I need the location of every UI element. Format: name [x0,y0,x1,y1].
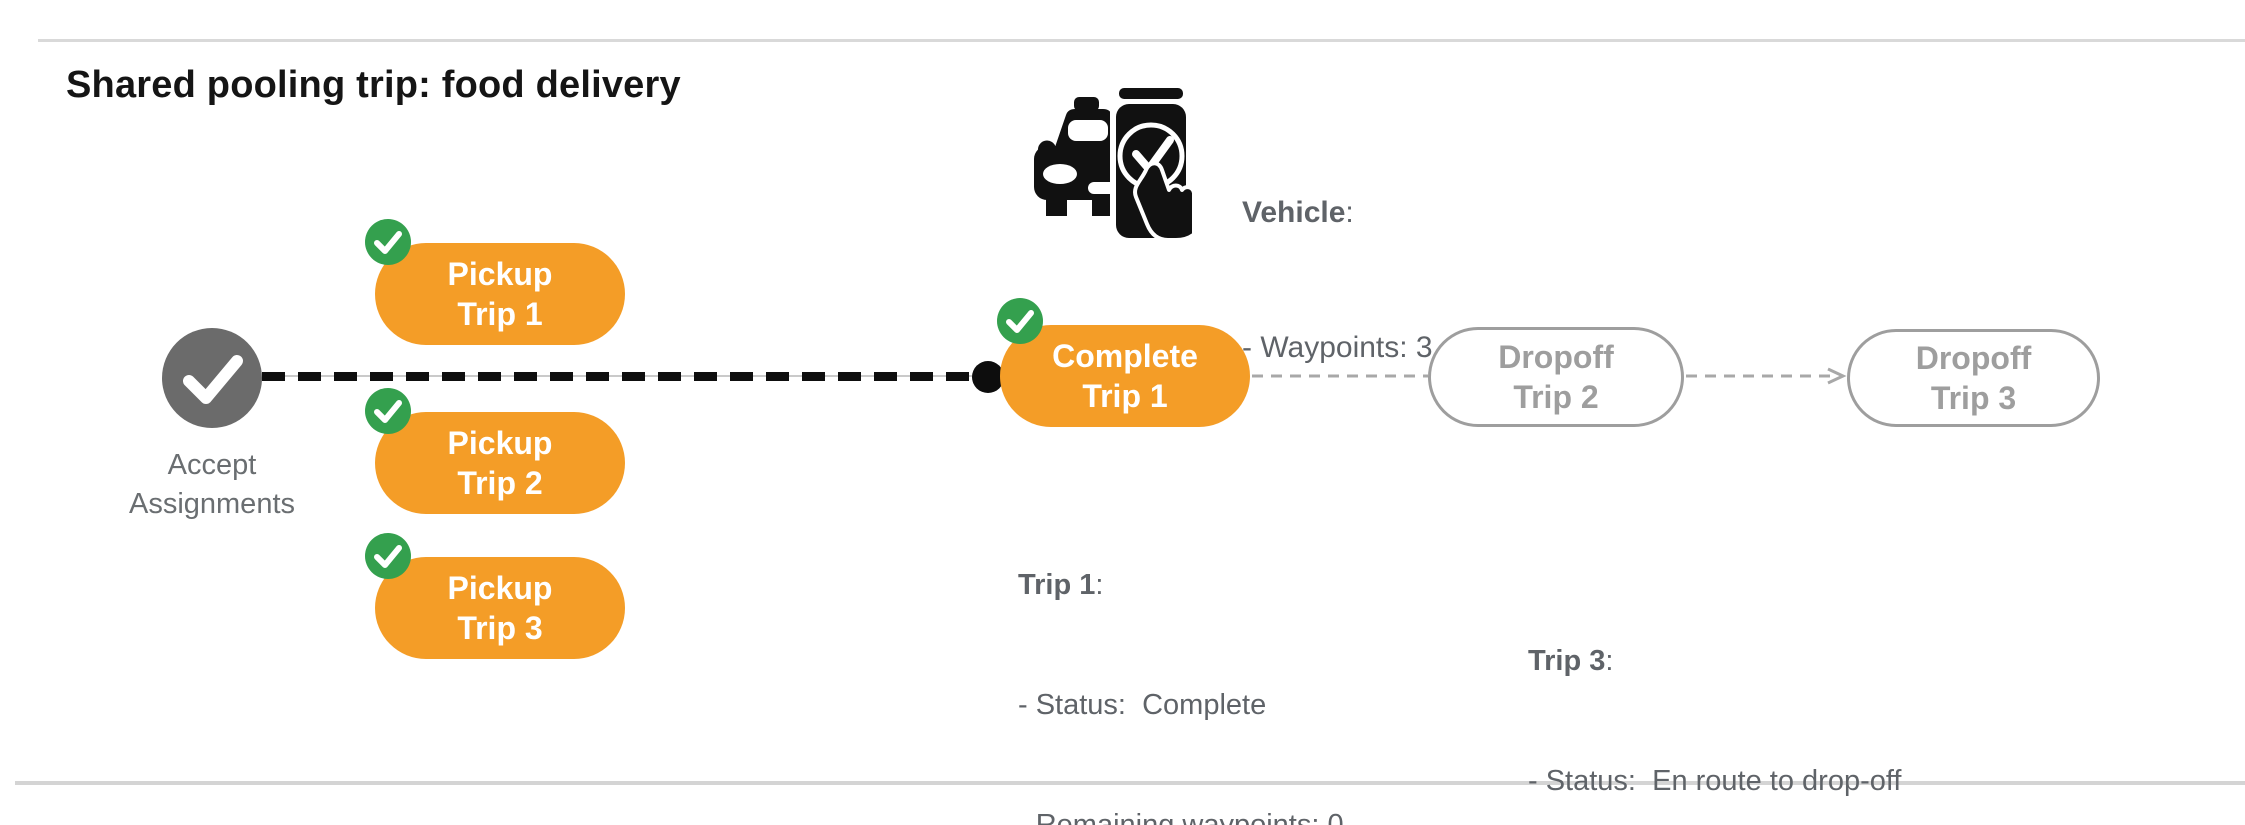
status-line: Trip 3: [1528,645,1614,677]
check-icon [374,400,402,423]
page-title: Shared pooling trip: food delivery [66,64,681,106]
top-divider [38,39,2245,42]
check-badge [365,533,411,579]
check-icon [183,355,243,404]
status-line: Trip 1: [1018,569,1104,601]
vehicle-info: Vehicle: - Waypoints: 3 [1242,100,1433,460]
check-icon [1006,310,1034,333]
dashed-connector [1252,374,1428,378]
check-badge [997,298,1043,344]
accept-assignments-label: Accept Assignments [128,449,295,520]
trip-3-status-block: Trip 3: - Status: En route to drop-off -… [1528,561,1901,825]
route-dashed-line [262,372,988,381]
pickup-trip-3-pill: Pickup Trip 3 [375,557,625,659]
dropoff-trip-3-pill: Dropoff Trip 3 [1847,329,2100,427]
status-line: - Status: Complete [1018,689,1267,721]
check-badge [365,219,411,265]
route-endpoint-dot [972,361,1004,393]
status-line: - Status: En route to drop-off [1528,765,1902,797]
vehicle-info-waypoints: - Waypoints: 3 [1242,331,1433,364]
complete-trip-1-pill: Complete Trip 1 [1000,325,1250,427]
check-icon [374,231,402,254]
status-line: - Remaining waypoints: 0 [1018,809,1344,825]
arrow-right-head [1827,367,1847,385]
bottom-divider [15,781,2245,785]
trip-1-2-status-block: Trip 1: - Status: Complete - Remaining w… [1018,485,1391,825]
car-phone-check-icon [1034,84,1192,242]
pickup-trip-1-pill: Pickup Trip 1 [375,243,625,345]
pickup-trip-2-pill: Pickup Trip 2 [375,412,625,514]
check-icon [374,545,402,568]
accept-assignments-node [162,328,262,428]
check-badge [365,388,411,434]
dropoff-trip-2-pill: Dropoff Trip 2 [1428,327,1684,427]
dashed-arrow-connector [1686,367,1847,385]
vehicle-info-label: Vehicle: [1242,196,1354,229]
